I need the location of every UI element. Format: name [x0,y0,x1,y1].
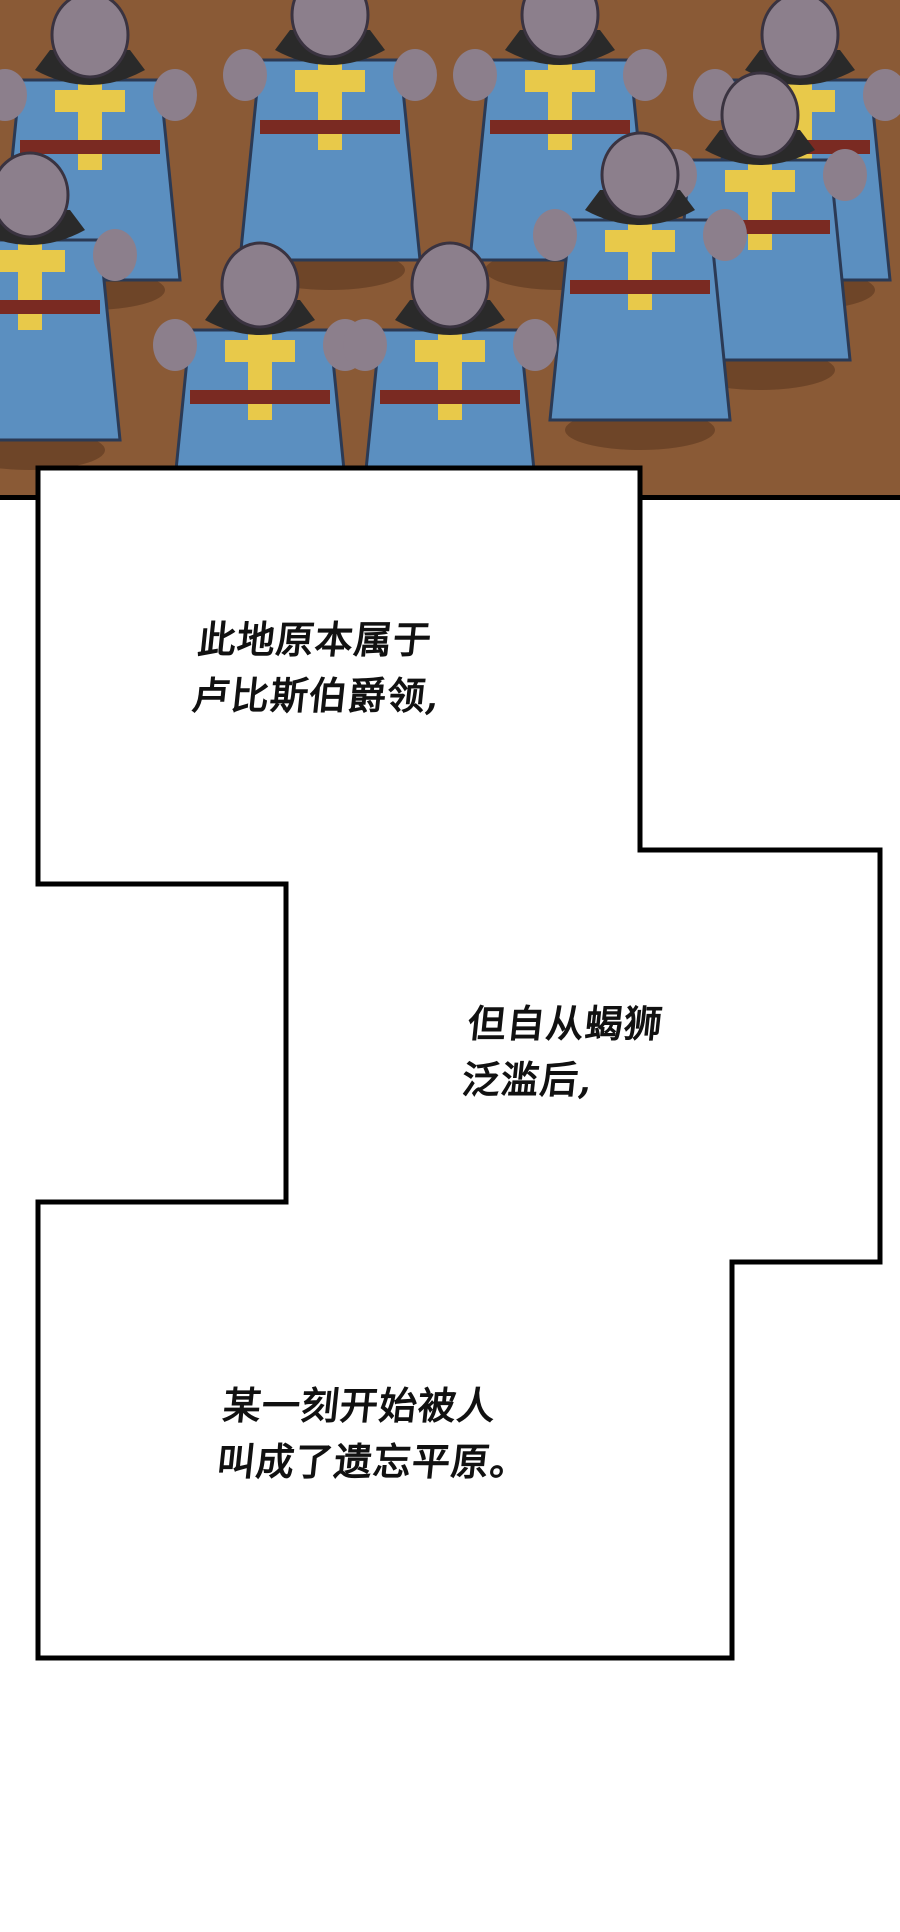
caption-1-line-1: 此地原本属于 [195,617,435,662]
caption-3-line-2: 叫成了遗忘平原。 [214,1439,532,1484]
caption-2: 但自从蝎狮 泛滥后, [459,996,666,1108]
caption-1: 此地原本属于 卢比斯伯爵领, [189,612,449,724]
caption-2-line-1: 但自从蝎狮 [465,1001,666,1046]
soldier-figure [0,151,137,470]
caption-3-line-1: 某一刻开始被人 [220,1383,499,1428]
soldier-figure [153,241,367,500]
soldiers-panel-illustration [0,0,900,500]
soldier-figure [223,0,437,290]
soldier-figure [533,131,747,450]
soldier-figure [343,241,557,500]
caption-3: 某一刻开始被人 叫成了遗忘平原。 [214,1378,538,1490]
caption-2-line-2: 泛滥后, [459,1057,596,1102]
soldier-figure [0,0,197,310]
caption-1-line-2: 卢比斯伯爵领, [189,673,443,718]
